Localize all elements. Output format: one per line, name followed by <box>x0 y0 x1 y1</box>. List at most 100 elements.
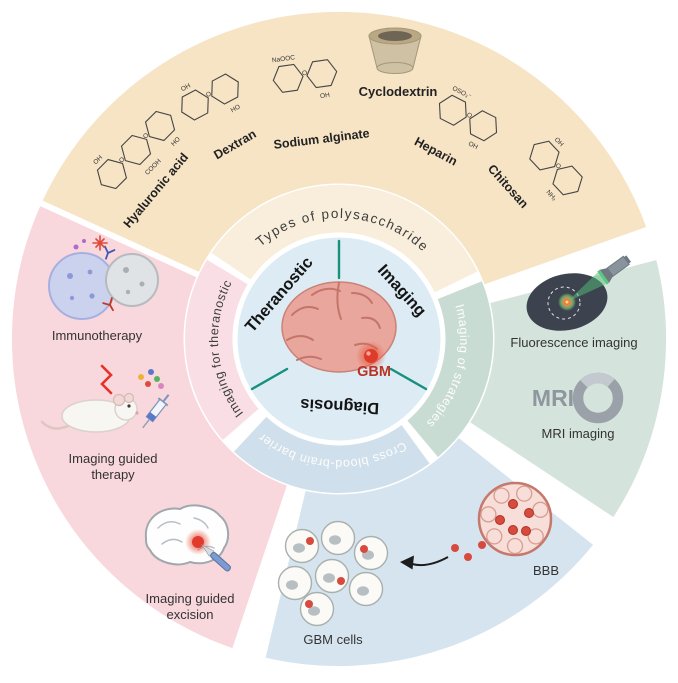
crossing-arrow <box>411 556 449 567</box>
sector-polysaccharide <box>31 5 654 342</box>
divider-line-right <box>389 367 428 391</box>
syringe-liquid <box>146 411 157 422</box>
immunotherapy-icon <box>48 235 159 320</box>
cup-bottom <box>376 62 414 74</box>
tumor-core <box>364 349 378 363</box>
spark-icon <box>92 235 108 251</box>
brain-gyrus <box>161 538 183 545</box>
mri-text: MRI <box>532 385 574 411</box>
fluorescence-imaging-icon <box>526 255 632 331</box>
tracer-dot <box>145 381 151 387</box>
imaging-guided-therapy-icon <box>40 364 170 433</box>
cyclodextrin-cup-icon <box>368 27 422 74</box>
cell-nucleus <box>329 535 341 545</box>
ring-band-theranostic <box>185 259 265 441</box>
cell-nucleus <box>308 606 320 616</box>
endothelial-cell <box>516 485 533 502</box>
nanoparticle-dot <box>508 525 518 535</box>
bbb-label: BBB <box>533 563 559 578</box>
brain-gyrus <box>193 517 209 529</box>
ring-band-imaging <box>402 281 493 457</box>
mri-icon: MRI <box>532 372 624 424</box>
brain-gyrus <box>157 521 181 529</box>
gbm-cell <box>284 528 320 564</box>
gbm-cell <box>320 520 356 556</box>
gbm-cell <box>353 535 389 571</box>
tracer-dot <box>158 383 164 389</box>
nanoparticle-dot <box>464 553 472 561</box>
gbm-cells-cluster <box>277 520 389 627</box>
nanoparticle-dot <box>524 508 534 518</box>
speckle-dot <box>125 289 131 295</box>
syringe-icon <box>142 394 170 429</box>
tracer-dot <box>138 374 144 380</box>
scalpel-handle <box>210 551 231 572</box>
atom-label: NaOOC <box>272 54 296 64</box>
brain-illustration: GBM <box>281 281 397 380</box>
scalpel-icon <box>200 544 231 572</box>
nanoparticle-dot <box>451 544 459 552</box>
cell-nucleus <box>286 580 298 590</box>
nanoparticle-dot <box>521 526 531 536</box>
nanoparticle-dot <box>508 499 518 509</box>
bbb-vessel-icon <box>477 481 553 557</box>
mouse-eye <box>127 404 131 408</box>
divider-line-left <box>250 367 289 391</box>
brain-gyrus <box>296 355 322 361</box>
immunotherapy-label: Immunotherapy <box>52 328 143 343</box>
excision-label-line1: Imaging guided <box>146 591 235 606</box>
atom-label: OH <box>180 82 192 93</box>
tracer-dots <box>138 369 164 389</box>
gbm-cell <box>348 571 384 607</box>
tumor-cell <box>105 253 159 307</box>
immune-cell <box>48 252 116 320</box>
endothelial-cell <box>527 528 544 545</box>
antibody-icon <box>104 245 116 260</box>
cell-nucleus <box>357 586 369 596</box>
mouse-nose <box>135 411 139 415</box>
cell-nucleus <box>323 573 335 583</box>
nanoparticle-dot <box>495 515 505 525</box>
speckle-dot <box>123 267 129 273</box>
mouse-ear <box>112 393 126 407</box>
brain-gyrus <box>291 306 319 316</box>
nanoparticle-dot <box>305 600 313 608</box>
device-body <box>606 255 630 277</box>
imaging-guided-excision-icon <box>144 504 231 572</box>
atom-label: HO <box>170 136 182 148</box>
speckle-dot <box>87 269 93 275</box>
nanoparticle-dot <box>478 541 486 549</box>
atom-label: O <box>465 112 473 121</box>
laser-device-icon <box>597 255 632 285</box>
atom-label: O <box>205 91 213 100</box>
brain-midline <box>336 282 342 320</box>
speckle-dot <box>89 293 95 299</box>
antibody-icon <box>102 297 114 312</box>
laser-zigzag-icon <box>100 364 113 395</box>
tracer-dot <box>148 369 154 375</box>
atom-label: OH <box>553 136 565 148</box>
excision-label-line2: excision <box>167 607 214 622</box>
brain-gyrus <box>286 335 314 341</box>
endothelial-cell <box>480 506 497 523</box>
structure-dextran: OH HO O <box>175 69 245 125</box>
arrowhead <box>400 555 414 570</box>
fluorescence-imaging-label: Fluorescence imaging <box>510 335 637 350</box>
gbm-cell <box>299 591 335 627</box>
device-lens <box>597 269 610 285</box>
speckle-dot <box>73 244 79 250</box>
dashed-target-circle <box>547 286 581 320</box>
magnet-ring-shade <box>572 372 624 424</box>
ring-band-bbb <box>234 411 430 493</box>
gbm-cell <box>277 565 313 601</box>
bbb-vessel <box>477 481 553 557</box>
mouse-ear <box>123 392 135 404</box>
speckle-dot <box>69 295 75 301</box>
atom-label: O <box>142 132 151 141</box>
atom-label: O <box>302 70 308 78</box>
gbm-cells-label: GBM cells <box>303 632 363 647</box>
ring-band-polysaccharide <box>211 185 478 296</box>
cell-nucleus <box>293 543 305 553</box>
